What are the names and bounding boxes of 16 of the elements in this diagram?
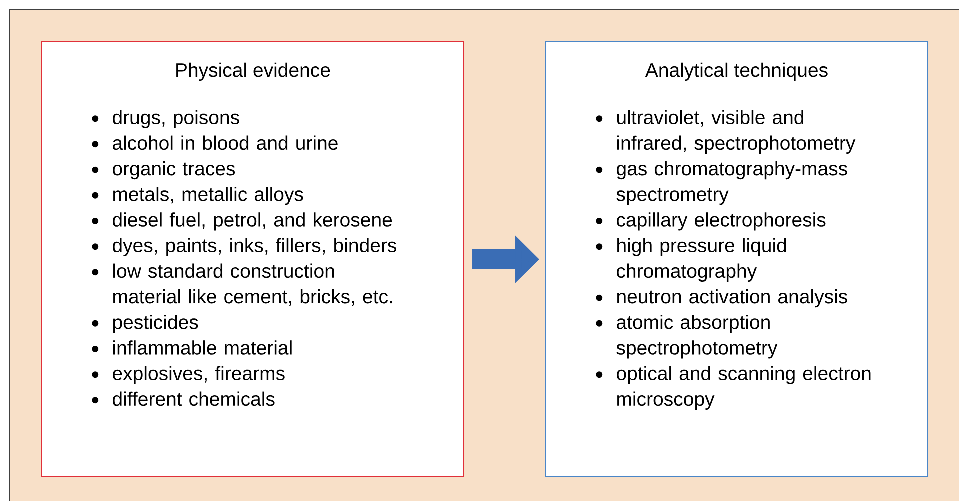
- bullet-item: drugs, poisons: [92, 110, 240, 128]
- bullet-item: inflammable material: [92, 340, 292, 355]
- bullet-item: diesel fuel, petrol, and kerosene: [92, 212, 392, 231]
- box-heading: Analytical techniques: [645, 62, 828, 82]
- bullet-item: dyes, paints, inks, fillers, binders: [92, 238, 396, 256]
- bullet-item: metals, metallic alloys: [92, 187, 304, 206]
- bullet-item: low standard construction material like cement, bricks, etc.: [92, 264, 392, 306]
- bullet-item: optical and scanning electron microscopy: [596, 366, 871, 410]
- bullet-item: explosives, firearms: [92, 366, 285, 384]
- bullet-item: organic traces: [92, 161, 236, 180]
- box-heading: Physical evidence: [176, 62, 330, 82]
- bullet-item: pesticides: [92, 315, 198, 334]
- bullet-item: capillary electrophoresis: [596, 212, 826, 231]
- bullet-item: neutron activation analysis: [596, 289, 848, 308]
- bullet-item: alcohol in blood and urine: [92, 136, 338, 150]
- bullet-item: different chemicals: [92, 392, 275, 406]
